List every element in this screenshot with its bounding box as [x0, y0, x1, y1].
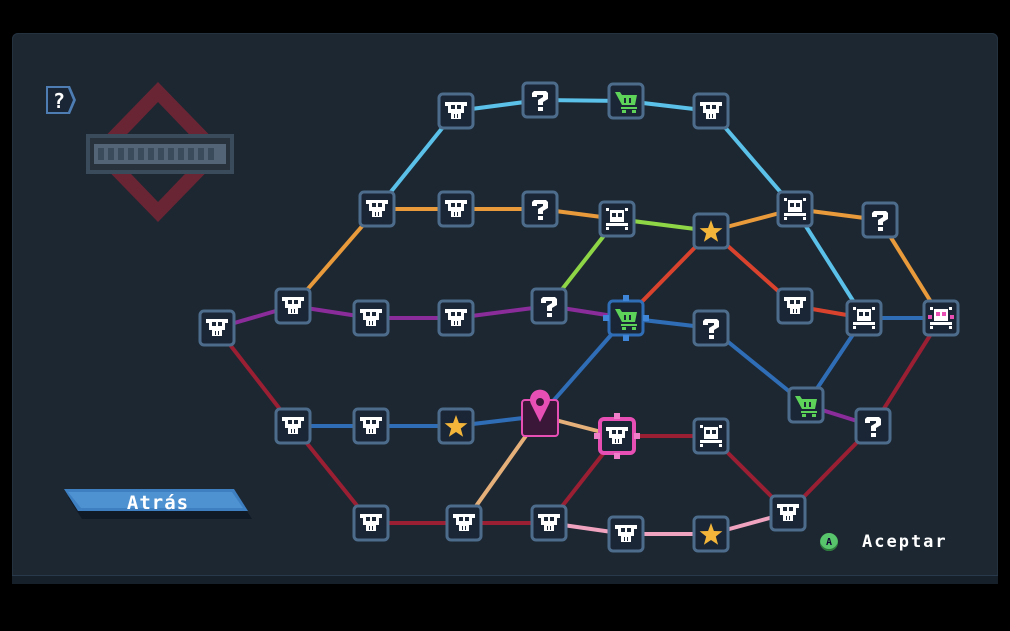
- skull-icon: [606, 427, 628, 444]
- accept-prompt[interactable]: A Aceptar: [820, 530, 948, 554]
- skull-icon: [360, 309, 382, 326]
- map-node-enemy[interactable]: [352, 299, 390, 337]
- map-node-enemy[interactable]: [352, 504, 390, 542]
- skull-icon: [360, 514, 382, 531]
- question-mark-icon: [872, 211, 888, 231]
- map-node-enemy[interactable]: [198, 309, 236, 347]
- map-node-mystery[interactable]: [854, 407, 892, 445]
- skull-icon: [445, 309, 467, 326]
- a-button-icon: A: [820, 533, 838, 551]
- map-node-enemy[interactable]: [530, 504, 568, 542]
- map-node-enemy[interactable]: [352, 407, 390, 445]
- boss-skull-icon: [928, 307, 954, 329]
- shop-cart-icon: [615, 92, 637, 113]
- map-node-enemy[interactable]: [594, 413, 640, 459]
- question-mark-icon: [541, 297, 557, 317]
- shop-cart-icon: [795, 396, 817, 417]
- map-node-mystery[interactable]: [692, 309, 730, 347]
- map-node-elite[interactable]: [692, 417, 730, 455]
- skull-icon: [282, 297, 304, 314]
- map-node-mystery[interactable]: [521, 190, 559, 228]
- map-node-star[interactable]: [692, 515, 730, 553]
- help-button[interactable]: ?: [44, 84, 78, 116]
- map-node-enemy[interactable]: [274, 407, 312, 445]
- edges-layer: [215, 98, 943, 536]
- elite-skull-icon: [784, 198, 806, 220]
- map-node-elite[interactable]: [845, 299, 883, 337]
- skull-icon: [206, 319, 228, 336]
- map-node-mystery[interactable]: [530, 287, 568, 325]
- map-node-enemy[interactable]: [776, 287, 814, 325]
- help-glyph: ?: [53, 89, 65, 113]
- map-node-shop[interactable]: [603, 295, 649, 341]
- map-node-enemy[interactable]: [692, 92, 730, 130]
- elite-skull-icon: [700, 425, 722, 447]
- map-node-enemy[interactable]: [437, 190, 475, 228]
- map-node-mystery[interactable]: [521, 81, 559, 119]
- question-mark-icon: [532, 200, 548, 220]
- map-node-enemy[interactable]: [437, 299, 475, 337]
- question-mark-icon: [865, 417, 881, 437]
- map-node-shop[interactable]: [787, 386, 825, 424]
- skull-icon: [445, 102, 467, 119]
- map-node-enemy[interactable]: [445, 504, 483, 542]
- star-icon: [699, 220, 723, 242]
- map-node-enemy[interactable]: [358, 190, 396, 228]
- area-emblem: [86, 82, 234, 222]
- elite-skull-icon: [606, 208, 628, 230]
- map-node-star[interactable]: [437, 407, 475, 445]
- skull-icon: [700, 102, 722, 119]
- map-node-shop[interactable]: [607, 82, 645, 120]
- skull-icon: [777, 504, 799, 521]
- skull-icon: [784, 297, 806, 314]
- back-button[interactable]: [62, 489, 254, 527]
- map-node-mystery[interactable]: [861, 201, 899, 239]
- location-pin-icon: [530, 389, 550, 422]
- shop-cart-icon: [615, 309, 637, 330]
- map-node-boss[interactable]: [922, 299, 960, 337]
- question-mark-icon: [532, 91, 548, 111]
- map-node-star[interactable]: [692, 212, 730, 250]
- map-node-current[interactable]: [521, 389, 559, 437]
- nodes-layer: [198, 81, 960, 553]
- star-icon: [699, 523, 723, 545]
- question-mark-icon: [703, 319, 719, 339]
- skull-icon: [366, 200, 388, 217]
- map-node-elite[interactable]: [776, 190, 814, 228]
- map-node-enemy[interactable]: [437, 92, 475, 130]
- skull-icon: [538, 514, 560, 531]
- map-node-enemy[interactable]: [607, 515, 645, 553]
- panel-footer-bar: [12, 575, 998, 584]
- map-node-elite[interactable]: [598, 200, 636, 238]
- skull-icon: [445, 200, 467, 217]
- accept-label: Aceptar: [862, 532, 948, 552]
- back-button-label[interactable]: Atrás: [126, 492, 190, 514]
- skull-icon: [282, 417, 304, 434]
- skull-icon: [453, 514, 475, 531]
- skull-icon: [615, 525, 637, 542]
- map-node-enemy[interactable]: [769, 494, 807, 532]
- star-icon: [444, 415, 468, 437]
- map-node-enemy[interactable]: [274, 287, 312, 325]
- a-button-glyph: A: [825, 536, 833, 548]
- elite-skull-icon: [853, 307, 875, 329]
- skull-icon: [360, 417, 382, 434]
